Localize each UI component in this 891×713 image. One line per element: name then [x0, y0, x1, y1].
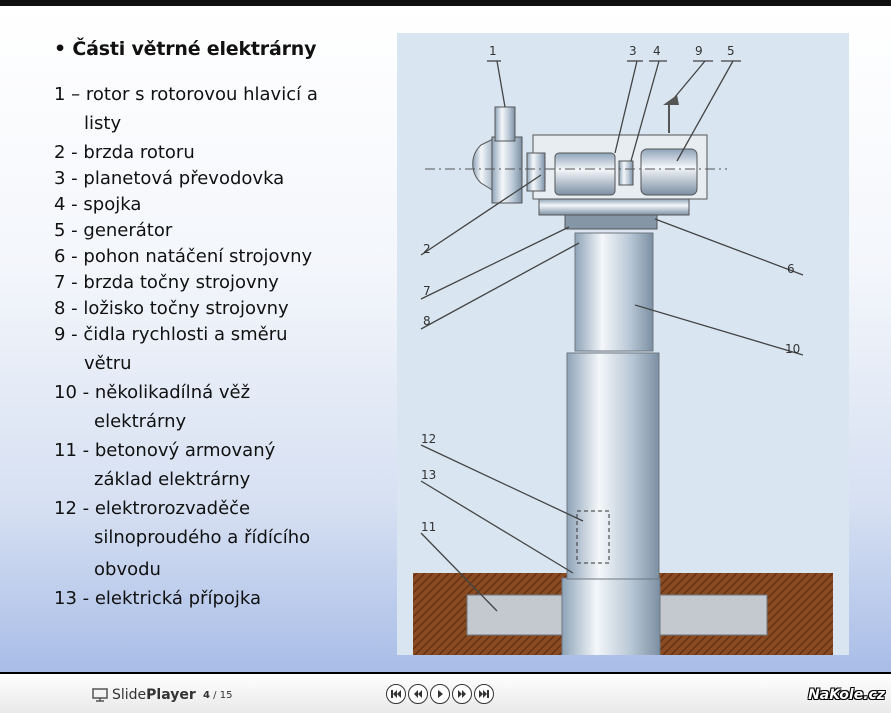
tower-base — [561, 577, 661, 655]
figure-label: 10 — [785, 342, 800, 356]
page-indicator: 4 / 15 — [203, 690, 233, 701]
figure-label: 9 — [695, 44, 703, 58]
presentation-icon — [92, 688, 108, 702]
brand-text: SlidePlayer — [112, 687, 196, 703]
figure-label: 6 — [787, 262, 795, 276]
slide: • Části větrné elektrárny 1 – rotor s ro… — [0, 6, 891, 672]
prev-slide-button[interactable] — [408, 684, 428, 704]
nacelle-platform — [538, 198, 690, 216]
tower-lower — [566, 352, 660, 580]
wind-turbine-diagram: 1 3 4 9 5 2 6 7 8 10 12 13 11 — [397, 33, 849, 655]
slideplayer-logo[interactable]: SlidePlayer — [92, 687, 196, 703]
player-bar: SlidePlayer 4 / 15 NaKole.cz — [0, 672, 891, 713]
slide-title: • Části větrné elektrárny — [54, 38, 317, 60]
figure-label: 13 — [421, 468, 436, 482]
first-slide-button[interactable] — [386, 684, 406, 704]
navigation-controls — [386, 684, 494, 704]
list-item: 5 - generátor — [54, 220, 173, 241]
list-item: 4 - spojka — [54, 194, 142, 215]
top-bar — [0, 0, 891, 6]
play-icon — [438, 690, 443, 698]
figure-label: 2 — [423, 242, 431, 256]
next-icon — [458, 690, 466, 698]
figure-label: 5 — [727, 44, 735, 58]
first-icon — [391, 690, 401, 698]
figure-label: 11 — [421, 520, 436, 534]
figure-label: 1 — [489, 44, 497, 58]
watermark: NaKole.cz — [808, 687, 885, 703]
last-slide-button[interactable] — [474, 684, 494, 704]
next-slide-button[interactable] — [452, 684, 472, 704]
figure-label: 3 — [629, 44, 637, 58]
figure-label: 4 — [653, 44, 661, 58]
list-item: 6 - pohon natáčení strojovny — [54, 246, 313, 267]
play-button[interactable] — [430, 684, 450, 704]
prev-icon — [414, 690, 422, 698]
list-item: 13 - elektrická přípojka — [54, 588, 262, 609]
list-item: 2 - brzda rotoru — [54, 142, 195, 163]
last-icon — [479, 690, 489, 698]
list-item: 3 - planetová převodovka — [54, 168, 285, 189]
list-item: 7 - brzda točny strojovny — [54, 272, 279, 293]
figure-label: 8 — [423, 314, 431, 328]
figure-label: 12 — [421, 432, 436, 446]
tower-upper — [574, 232, 654, 352]
figure-label: 7 — [423, 284, 431, 298]
list-item: 8 - ložisko točny strojovny — [54, 298, 289, 319]
